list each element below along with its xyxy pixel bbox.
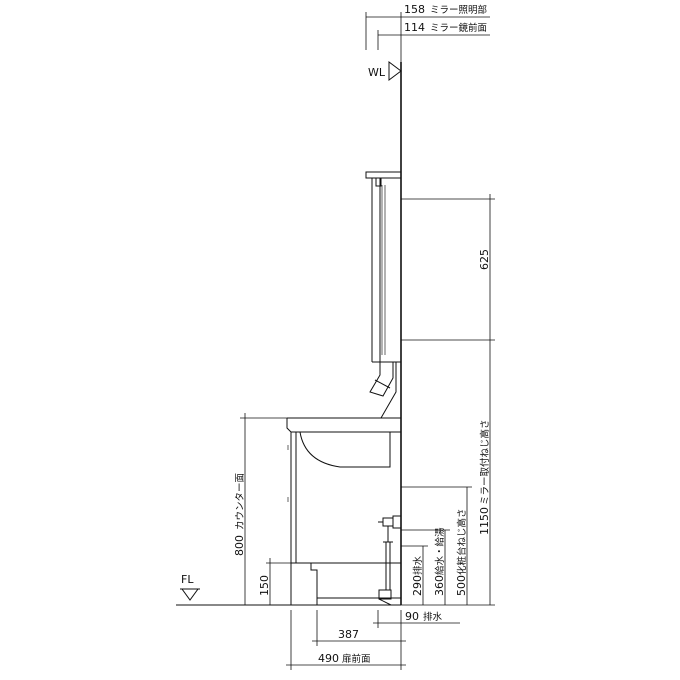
floor: FL — [176, 573, 401, 606]
dim-490-label: 扉前面 — [342, 653, 371, 665]
dim-360-value: 360 — [433, 575, 446, 596]
dim-360-label: 給水・給湯 — [434, 527, 446, 575]
mirror-cabinet — [365, 171, 402, 363]
dim-800-value: 800 — [233, 535, 246, 556]
fl-triangle-icon — [181, 588, 199, 601]
dim-500-value: 500 — [455, 575, 468, 596]
dim-158-value: 158 — [404, 3, 425, 16]
fl-label: FL — [181, 573, 194, 586]
left-dimensions: 800 カウンター面 150 — [233, 413, 291, 605]
dim-290-value: 290 — [411, 575, 424, 596]
top-dimensions: 158 ミラー照明部 114 ミラー鏡前面 — [365, 3, 490, 62]
dim-800-label: カウンター面 — [235, 473, 246, 530]
wl-marker: WL — [368, 61, 402, 81]
wl-triangle-icon — [388, 61, 402, 81]
plumbing — [378, 515, 402, 606]
dim-90-value: 90 — [405, 610, 419, 623]
dim-500-label: 化粧台ねじ高さ — [456, 508, 468, 575]
wl-label: WL — [368, 66, 386, 79]
dim-625-value: 625 — [478, 249, 491, 270]
dim-1150-label: ミラー取付ねじ高さ — [479, 419, 491, 505]
dim-290-label: 排水 — [412, 556, 424, 576]
dim-387-value: 387 — [338, 628, 359, 641]
dim-114-label: ミラー鏡前面 — [430, 22, 487, 34]
dim-114-value: 114 — [404, 21, 425, 34]
bottom-dimensions: 90 排水 387 490 扉前面 — [286, 610, 460, 670]
right-dimensions: 625 1150 ミラー取付ねじ高さ 500 化粧台ねじ高さ 360 給水・給湯… — [401, 194, 495, 606]
dim-158-label: ミラー照明部 — [430, 4, 487, 16]
dim-150-value: 150 — [258, 575, 271, 596]
dim-490-value: 490 — [318, 652, 339, 665]
vanity-unit — [286, 417, 401, 605]
faucet — [369, 361, 397, 419]
dim-1150-value: 1150 — [478, 507, 491, 535]
dim-90-label: 排水 — [423, 611, 443, 623]
